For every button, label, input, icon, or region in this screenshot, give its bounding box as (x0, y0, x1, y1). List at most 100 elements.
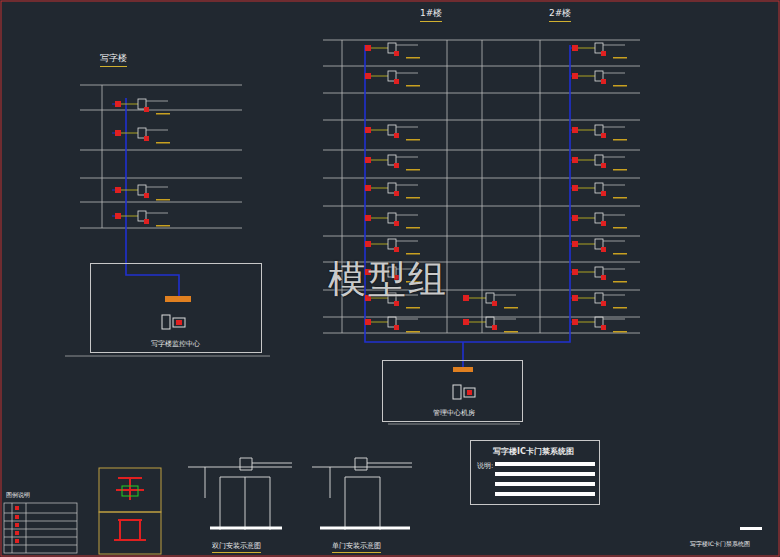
tag-line (156, 113, 170, 115)
tag-line (406, 197, 420, 199)
wire (146, 187, 168, 188)
floor-line (323, 333, 640, 334)
floor-line (323, 40, 640, 41)
legend-symbols (114, 478, 146, 540)
wire (494, 295, 516, 296)
button-symbol (394, 51, 399, 56)
wire (603, 215, 625, 216)
wire (371, 130, 388, 131)
wire (396, 319, 418, 320)
button-symbol (601, 247, 606, 252)
wire (603, 295, 625, 296)
button-symbol (144, 219, 149, 224)
riser-line (482, 40, 483, 333)
reader-symbol (365, 45, 371, 51)
floor-line (80, 178, 242, 179)
tag-line (156, 142, 170, 144)
floor-line (323, 120, 640, 121)
reader-symbol (365, 215, 371, 221)
wire (469, 322, 486, 323)
wire (603, 319, 625, 320)
button-symbol (601, 275, 606, 280)
button-symbol (394, 247, 399, 252)
button-symbol (601, 301, 606, 306)
floor-line (323, 66, 640, 67)
wire (578, 272, 595, 273)
tag-line (156, 225, 170, 227)
wire (469, 298, 486, 299)
room-label: 写字楼IC卡门禁系统图 (493, 446, 574, 457)
reader-symbol (572, 295, 578, 301)
wire (371, 188, 388, 189)
button-symbol (394, 133, 399, 138)
button-symbol (394, 79, 399, 84)
wire (603, 241, 625, 242)
button-symbol (601, 221, 606, 226)
tag-line (406, 331, 420, 333)
button-symbol (601, 163, 606, 168)
wire (578, 322, 595, 323)
caption-label: 双门安装示意图 (212, 541, 261, 553)
reader-symbol (365, 127, 371, 133)
wire (121, 190, 138, 191)
floor-line (323, 93, 640, 94)
wire (578, 298, 595, 299)
wire (396, 157, 418, 158)
reader-symbol (572, 157, 578, 163)
tag-line (613, 281, 627, 283)
reader-symbol (572, 215, 578, 221)
reader-symbol (365, 241, 371, 247)
tag-line (406, 169, 420, 171)
wire (578, 160, 595, 161)
button-symbol (492, 301, 497, 306)
reader-symbol (572, 269, 578, 275)
floor-line (323, 178, 640, 179)
wire (603, 157, 625, 158)
caption-label: 图例说明 (6, 491, 30, 500)
tag-line (613, 197, 627, 199)
wire (396, 73, 418, 74)
wire (371, 160, 388, 161)
button-symbol (394, 301, 399, 306)
wire (371, 76, 388, 77)
button-symbol (601, 325, 606, 330)
floor-line (323, 206, 640, 207)
wire (146, 213, 168, 214)
tag-line (613, 253, 627, 255)
button-symbol (394, 221, 399, 226)
room-label: 写字楼监控中心 (151, 339, 200, 349)
wire (494, 319, 516, 320)
reader-symbol (115, 130, 121, 136)
wire (371, 244, 388, 245)
tag-line (613, 139, 627, 141)
reader-symbol (463, 295, 469, 301)
floor-line (80, 228, 242, 229)
tag-line (504, 307, 518, 309)
wire (603, 185, 625, 186)
wire (578, 218, 595, 219)
building-title: 1#楼 (420, 7, 442, 22)
reader-symbol (572, 73, 578, 79)
wire (146, 130, 168, 131)
tag-line (613, 169, 627, 171)
wire (121, 216, 138, 217)
button-symbol (144, 107, 149, 112)
reader-symbol (365, 157, 371, 163)
computer-icon (162, 296, 475, 399)
wire (121, 104, 138, 105)
button-symbol (601, 51, 606, 56)
button-symbol (394, 163, 399, 168)
button-symbol (394, 325, 399, 330)
reader-symbol (115, 213, 121, 219)
wire (396, 127, 418, 128)
tag-line (406, 307, 420, 309)
room-label: 管理中心机房 (433, 408, 475, 418)
wire (371, 218, 388, 219)
button-symbol (144, 193, 149, 198)
button-symbol (601, 191, 606, 196)
tag-line (504, 331, 518, 333)
tag-line (613, 331, 627, 333)
tag-line (613, 307, 627, 309)
reader-symbol (572, 45, 578, 51)
